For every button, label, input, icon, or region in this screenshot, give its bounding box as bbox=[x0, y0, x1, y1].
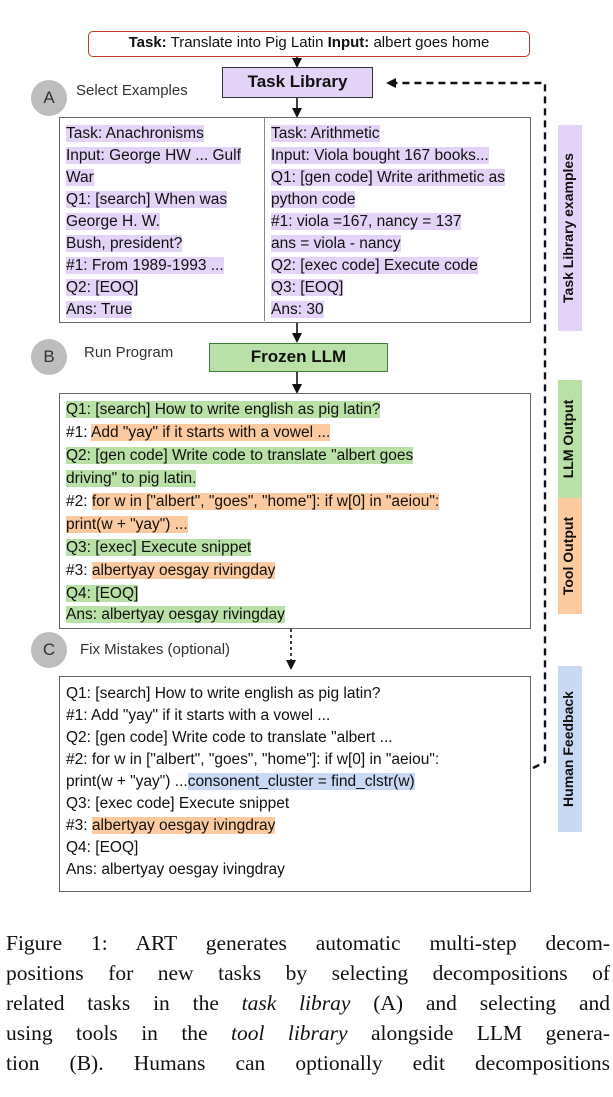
right-example-line: Task: Arithmetic bbox=[271, 125, 380, 142]
program-line: albertyay oesgay rivingday bbox=[91, 562, 276, 579]
right-example-line: #1: viola =167, nancy = 137 bbox=[271, 213, 462, 230]
caption-italic: tool library bbox=[231, 1021, 348, 1045]
step-a-letter: A bbox=[43, 88, 55, 107]
right-example-line: Q1: [gen code] Write arithmetic as bbox=[271, 169, 506, 186]
step-a-circle: A bbox=[31, 80, 67, 116]
fixed-line: #2: for w in ["albert", "goes", "home"]:… bbox=[66, 751, 440, 768]
fixed-program-box: Q1: [search] How to write english as pig… bbox=[59, 676, 531, 892]
examples-box: Task: Anachronisms Input: George HW ... … bbox=[59, 117, 531, 323]
caption-line: (A) and selecting and bbox=[350, 991, 610, 1015]
task-banner: Task: Translate into Pig Latin Input: al… bbox=[88, 31, 530, 57]
step-b-letter: B bbox=[43, 347, 55, 366]
caption-line: Figure 1: ART generates automatic multi-… bbox=[6, 931, 610, 955]
legend-human-feedback-text: Human Feedback bbox=[560, 691, 576, 807]
examples-divider bbox=[264, 118, 265, 321]
program-line-prefix: #1: bbox=[66, 424, 91, 441]
caption-line: using tools in the bbox=[6, 1021, 231, 1045]
program-line: Q2: [gen code] Write code to translate "… bbox=[66, 447, 414, 464]
program-line: for w in ["albert", "goes", "home"]: if … bbox=[91, 493, 440, 510]
left-example-line: Q2: [EOQ] bbox=[66, 279, 139, 296]
left-example-line: Bush, president? bbox=[66, 235, 183, 252]
fixed-line: #1: Add "yay" if it starts with a vowel … bbox=[66, 707, 331, 724]
step-c-label: Fix Mistakes (optional) bbox=[80, 641, 231, 658]
fixed-line: Q2: [gen code] Write code to translate "… bbox=[66, 729, 393, 746]
right-example-line: Ans: 30 bbox=[271, 301, 324, 318]
task-label: Task: bbox=[128, 34, 167, 51]
human-edit-line: consonent_cluster = find_clstr(w) bbox=[187, 773, 415, 790]
legend-tool-output: Tool Output bbox=[558, 498, 582, 614]
legend-llm-output: LLM Output bbox=[558, 380, 582, 498]
program-box: Q1: [search] How to write english as pig… bbox=[59, 393, 531, 629]
left-example-line: Q1: [search] When was bbox=[66, 191, 228, 208]
feedback-dashed-loop bbox=[386, 78, 547, 770]
program-line: Q3: [exec] Execute snippet bbox=[66, 539, 252, 556]
right-example-line: python code bbox=[271, 191, 356, 208]
step-c-letter: C bbox=[42, 640, 56, 659]
fixed-line: albertyay oesgay ivingdray bbox=[91, 817, 276, 834]
right-example-line: ans = viola - nancy bbox=[271, 235, 401, 252]
program-line: Q4: [EOQ] bbox=[66, 585, 139, 602]
caption-line: positions for new tasks by selecting dec… bbox=[6, 961, 610, 985]
frozen-llm-box: Frozen LLM bbox=[209, 343, 388, 372]
right-example-line: Q3: [EOQ] bbox=[271, 279, 344, 296]
step-c-circle: C bbox=[31, 632, 67, 668]
program-line: print(w + "yay") ... bbox=[66, 516, 188, 533]
left-example-line: Input: George HW ... Gulf bbox=[66, 147, 241, 164]
program-line: driving" to pig latin. bbox=[66, 470, 197, 487]
task-library-label: Task Library bbox=[247, 72, 348, 91]
input-label: Input: bbox=[327, 34, 370, 51]
left-example-line: Task: Anachronisms bbox=[66, 125, 204, 142]
legend-task-library-examples-text: Task Library examples bbox=[560, 153, 576, 303]
program-line: Add "yay" if it starts with a vowel ... bbox=[91, 424, 331, 441]
fixed-line: Ans: albertyay oesgay ivingdray bbox=[66, 861, 285, 878]
step-a-label: Select Examples bbox=[76, 82, 188, 99]
legend-task-library-examples: Task Library examples bbox=[558, 125, 582, 331]
legend-human-feedback: Human Feedback bbox=[558, 666, 582, 832]
task-library-box: Task Library bbox=[222, 67, 373, 98]
legend-llm-output-text: LLM Output bbox=[560, 399, 576, 479]
step-b-circle: B bbox=[31, 339, 67, 375]
input-text: albert goes home bbox=[373, 34, 490, 51]
fixed-line-prefix: #3: bbox=[66, 817, 92, 834]
fixed-line: Q3: [exec code] Execute snippet bbox=[66, 795, 290, 812]
fixed-line: Q4: [EOQ] bbox=[66, 839, 139, 856]
fixed-line: print(w + "yay") ... bbox=[66, 773, 188, 790]
caption-line: tion (B). Humans can optionally edit dec… bbox=[6, 1051, 610, 1075]
caption-line: related tasks in the bbox=[6, 991, 242, 1015]
left-example-line: War bbox=[66, 169, 94, 186]
program-line-prefix: #3: bbox=[66, 562, 92, 579]
program-line-prefix: #2: bbox=[66, 493, 92, 510]
task-text: Translate into Pig Latin bbox=[170, 34, 324, 51]
fixed-line: Q1: [search] How to write english as pig… bbox=[66, 685, 381, 702]
left-example-line: #1: From 1989-1993 ... bbox=[66, 257, 224, 274]
caption-line: alongside LLM genera- bbox=[347, 1021, 611, 1045]
frozen-llm-label: Frozen LLM bbox=[250, 347, 347, 366]
left-example-line: Ans: True bbox=[66, 301, 133, 318]
right-example-line: Q2: [exec code] Execute code bbox=[271, 257, 478, 274]
right-example-line: Input: Viola bought 167 books... bbox=[271, 147, 489, 164]
caption-italic: task libray bbox=[241, 991, 351, 1015]
step-b-label: Run Program bbox=[84, 344, 174, 361]
left-example-line: George H. W. bbox=[66, 213, 160, 230]
program-line: Ans: albertyay oesgay rivingday bbox=[66, 606, 285, 623]
program-line: Q1: [search] How to write english as pig… bbox=[66, 401, 381, 418]
legend-tool-output-text: Tool Output bbox=[560, 516, 576, 596]
